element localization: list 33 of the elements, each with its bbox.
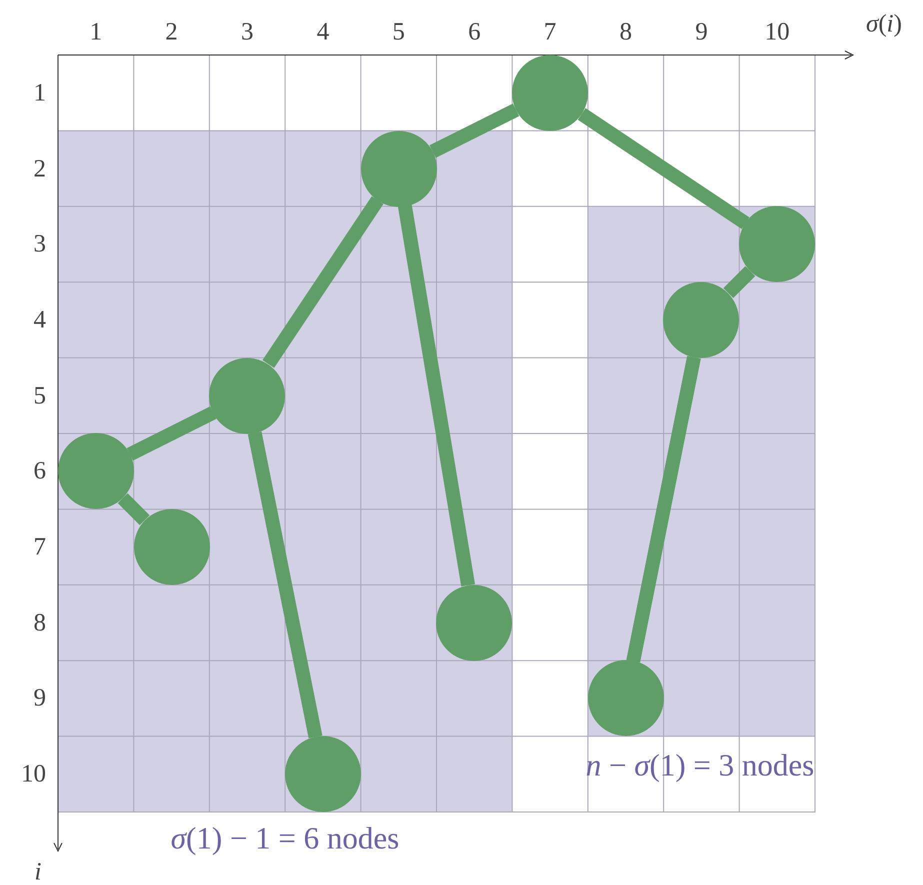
row-number: 8 [34, 610, 46, 636]
row-number: 2 [34, 156, 46, 182]
column-number: 9 [695, 20, 708, 44]
connector-line [262, 196, 384, 368]
column-number: 4 [316, 20, 330, 44]
column-number: 3 [241, 20, 254, 44]
connector-line [578, 108, 750, 229]
connector-line [723, 266, 756, 298]
row-number: 4 [34, 307, 46, 332]
connector-line [398, 204, 475, 586]
row-number: 1 [34, 80, 46, 106]
row-number: 7 [34, 534, 46, 560]
column-number: 8 [620, 20, 632, 44]
connector-line [430, 104, 520, 158]
column-number: 5 [392, 20, 405, 44]
row-number: 5 [34, 383, 46, 408]
column-number: 7 [544, 20, 556, 44]
connector-line [248, 432, 322, 738]
tree-node-circle [512, 54, 588, 131]
connector-line [126, 406, 216, 461]
row-number: 3 [34, 232, 46, 257]
connector-line [626, 356, 701, 663]
count-note: σ(1) − 1 = 6 nodes [170, 822, 400, 854]
axis-label: σ(i) [866, 12, 902, 36]
column-number: 6 [468, 20, 481, 44]
row-number: 9 [34, 686, 46, 711]
row-number: 6 [34, 458, 46, 484]
column-number: 1 [90, 20, 102, 44]
connector-line [118, 493, 150, 526]
column-number: 10 [764, 20, 790, 44]
column-number: 2 [165, 20, 178, 44]
row-number: 10 [21, 762, 46, 787]
axis-label: i [34, 860, 42, 884]
